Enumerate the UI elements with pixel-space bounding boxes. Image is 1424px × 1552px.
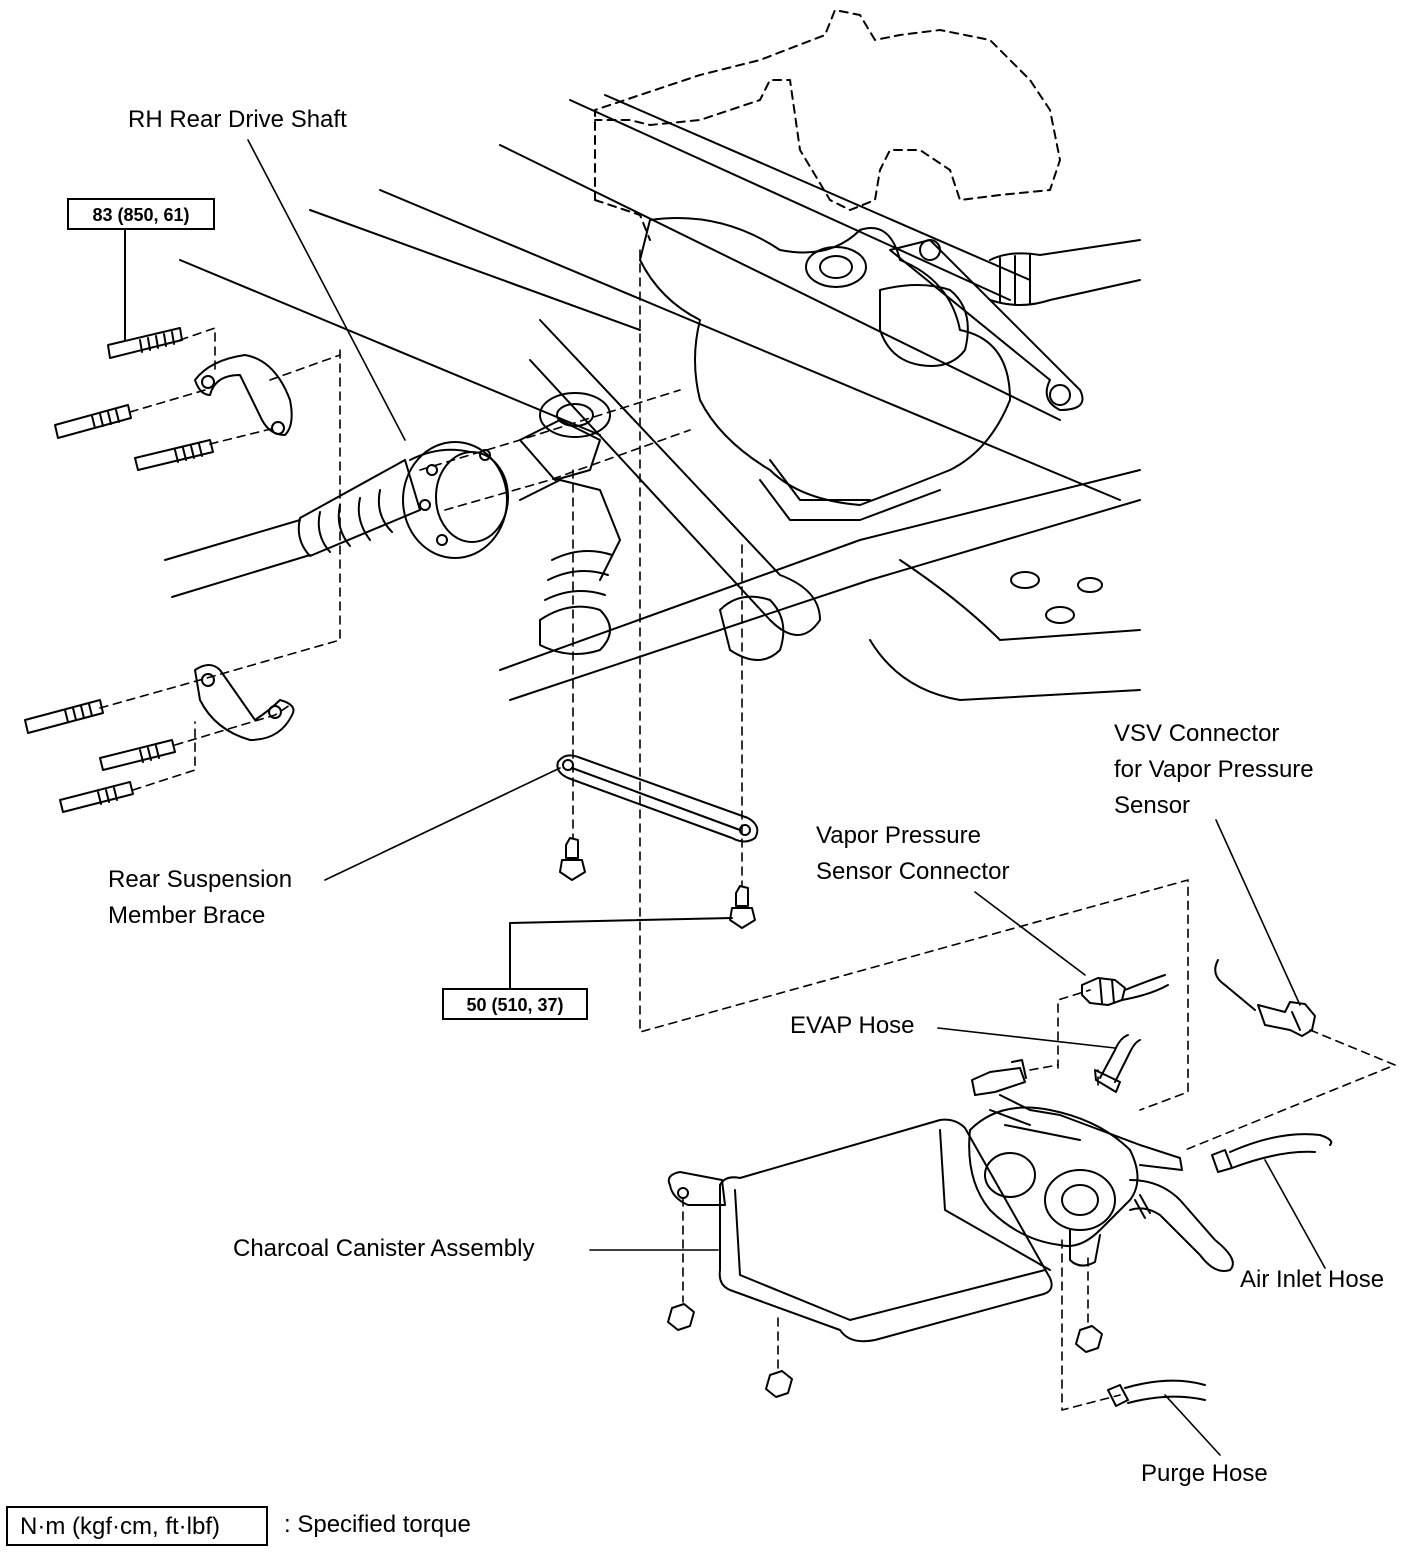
vsv-connector-label: VSV Connector for Vapor Pressure Sensor [1114, 720, 1314, 819]
charcoal-canister-drawing [667, 1059, 1234, 1398]
air-inlet-hose-label: Air Inlet Hose [1240, 1266, 1385, 1293]
canister-dashed-guides [682, 989, 1396, 1411]
torque-unit-legend-box: N·m (kgf·cm, ft·lbf) [6, 1506, 268, 1546]
vsv-connector-drawing [1214, 959, 1316, 1037]
brace-dashed-guides [572, 249, 1189, 1111]
torque-leader-brace [509, 917, 733, 991]
torque-spec-drive-shaft: 83 (850, 61) [67, 198, 215, 230]
charcoal-canister-assembly-label: Charcoal Canister Assembly [233, 1235, 535, 1262]
label-leaders [247, 139, 1326, 1456]
torque-legend-description: : Specified torque [284, 1511, 471, 1538]
drive-shaft-bolts-lower [24, 664, 295, 813]
vehicle-underbody-drawing [179, 9, 1141, 701]
air-inlet-hose-drawing [1211, 1133, 1333, 1173]
vapor-pressure-sensor-connector-label: Vapor Pressure Sensor Connector [816, 822, 1010, 885]
evap-hose-drawing [1094, 1034, 1141, 1093]
rear-suspension-member-brace-drawing [556, 754, 759, 929]
torque-spec-brace: 50 (510, 37) [442, 988, 588, 1020]
drive-shaft-dashed-guides [99, 327, 691, 791]
rh-rear-drive-shaft-label: RH Rear Drive Shaft [128, 106, 347, 133]
purge-hose-label: Purge Hose [1141, 1460, 1268, 1487]
rh-rear-drive-shaft-drawing [164, 441, 509, 598]
vapor-pressure-sensor-connector-drawing [1081, 974, 1169, 1006]
purge-hose-drawing [1107, 1379, 1206, 1407]
rear-suspension-member-brace-label: Rear Suspension Member Brace [108, 866, 293, 929]
evap-hose-label: EVAP Hose [790, 1012, 915, 1039]
